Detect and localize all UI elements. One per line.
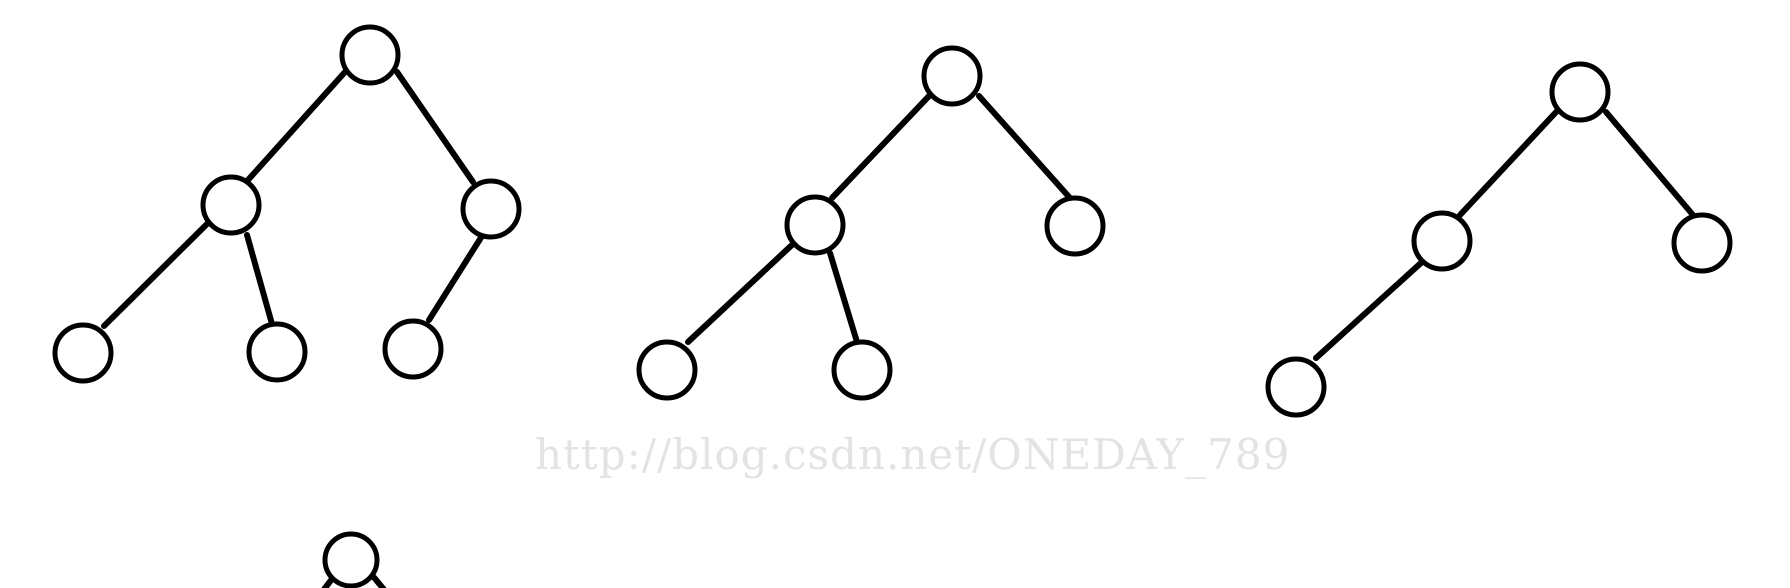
tree-edge — [976, 93, 1073, 201]
tree-node-root — [339, 24, 401, 86]
tree-edge — [245, 69, 348, 183]
tree-2 — [636, 45, 1106, 401]
tree-4 — [321, 531, 387, 588]
tree-node — [784, 194, 846, 256]
tree-node-leaf — [382, 318, 444, 380]
tree-edge — [685, 241, 796, 345]
tree-node-leaf — [636, 339, 698, 401]
tree-node-root — [322, 531, 380, 588]
tree-node-leaf — [1265, 356, 1327, 418]
tree-node-leaf — [831, 339, 893, 401]
tree-node-leaf — [1671, 212, 1733, 274]
tree-node-leaf — [246, 321, 308, 383]
tree-node — [460, 178, 522, 240]
tree-node — [1411, 210, 1473, 272]
tree-node-root — [921, 45, 983, 107]
tree-3 — [1265, 61, 1733, 418]
tree-node — [200, 174, 262, 236]
watermark-text: http://blog.csdn.net/ONEDAY_789 — [535, 430, 1291, 479]
tree-edge — [426, 233, 485, 323]
tree-edge — [829, 92, 933, 201]
tree-edge — [827, 250, 860, 345]
tree-edge — [101, 221, 210, 329]
tree-1 — [52, 24, 522, 384]
tree-edge — [244, 232, 275, 327]
tree-node-leaf — [52, 322, 114, 384]
tree-edge — [394, 69, 476, 185]
tree-node-root — [1549, 61, 1611, 123]
tree-edge — [1457, 107, 1561, 218]
tree-edge — [369, 572, 387, 588]
tree-edge — [1313, 259, 1425, 361]
tree-node-leaf — [1044, 195, 1106, 257]
tree-edge — [1603, 109, 1696, 218]
